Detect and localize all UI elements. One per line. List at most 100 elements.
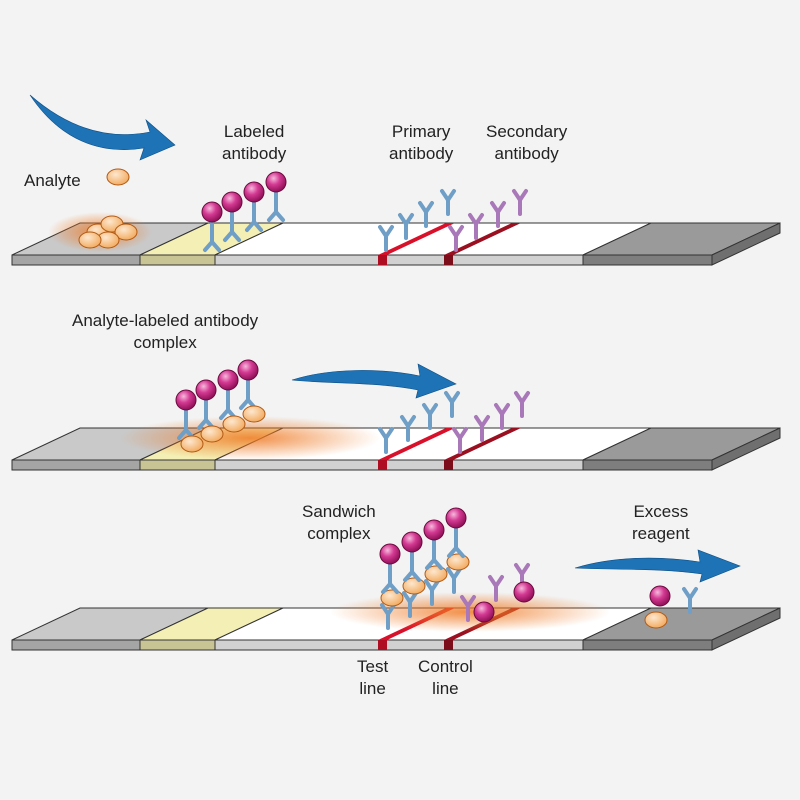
control-line-edge (444, 460, 453, 470)
sample-pad-edge (11, 459, 141, 471)
sandwich-label-2-stem (425, 534, 443, 570)
absorbent-pad-edge (582, 459, 713, 471)
control-line-label: Control line (418, 656, 473, 700)
sandwich-label-3-stem (447, 522, 465, 558)
conjugate-pad-edge (139, 459, 216, 471)
antibody-arm-right (466, 595, 476, 608)
excess-reagent-label: Excess reagent (632, 501, 690, 545)
absorbent-pad-edge (582, 254, 713, 266)
sandwich-line1: Sandwich (302, 502, 376, 521)
complex-line2: complex (133, 333, 197, 352)
complex-antibody-3-stem (239, 374, 257, 410)
control-capture-0 (460, 595, 476, 622)
secondary-antibody-line1: Secondary (486, 122, 568, 141)
complex-antibody-3-particle (237, 359, 259, 381)
complex-antibody-0-particle (175, 389, 197, 411)
test-line-edge (378, 460, 387, 470)
analyte-legend-drop (106, 168, 130, 186)
primary-antibody-label: Primary antibody (389, 121, 453, 165)
test-line-line1: Test (357, 657, 389, 676)
antibody-arm-right (386, 603, 396, 616)
excess-line2: reagent (632, 524, 690, 543)
antibody-arm-right (452, 567, 462, 580)
antibody-arm-right (688, 587, 698, 600)
complex-analyte-1 (200, 425, 224, 443)
p2-secondary-antibody-0 (452, 427, 468, 454)
control-line-edge (444, 640, 453, 650)
secondary-antibody-line2: antibody (494, 144, 559, 163)
conjugate-pad-edge (139, 254, 216, 266)
control-line-top (444, 223, 521, 255)
membrane-edge (214, 639, 584, 651)
p2-secondary-antibody-1 (474, 415, 490, 442)
complex-line1: Analyte-labeled antibody (72, 311, 259, 330)
test-line-line2: line (359, 679, 386, 698)
sandwich-label-1-particle (401, 531, 423, 553)
antibody-arm-right (450, 391, 460, 404)
control-bound-particle-2 (513, 581, 535, 603)
antibody-arm-right (474, 213, 484, 226)
sandwich-analyte-2 (424, 565, 448, 583)
primary-antibody-3 (440, 189, 456, 216)
p2-secondary-antibody-3 (514, 391, 530, 418)
secondary-antibody-1 (468, 213, 484, 240)
flow-arrow-3 (574, 549, 741, 583)
test-line-edge (378, 640, 387, 650)
flow-arrow-1 (29, 94, 176, 161)
control-line-top (444, 428, 521, 460)
test-line-label: Test line (357, 656, 388, 700)
sandwich-capture-1 (402, 591, 418, 618)
antibody-arm-right (424, 201, 434, 214)
excess-analyte (644, 611, 668, 629)
secondary-antibody-label: Secondary antibody (486, 121, 567, 165)
sandwich-label-3-particle (445, 507, 467, 529)
flow-glow (120, 416, 380, 460)
excess-particle (649, 585, 671, 607)
p2-primary-antibody-3 (444, 391, 460, 418)
analyte-label: Analyte (24, 170, 81, 192)
excess-antibody (682, 587, 698, 614)
labeled-arm-right (388, 582, 399, 594)
test-line-top (378, 223, 455, 255)
membrane-edge (214, 254, 584, 266)
antibody-arm-right (520, 391, 530, 404)
biomolecules (78, 168, 698, 630)
sandwich-analyte-1 (402, 577, 426, 595)
antibody-arm-right (480, 415, 490, 428)
membrane-edge (214, 459, 584, 471)
labeled-antibody-3-particle (265, 171, 287, 193)
labeled-antibody-line1: Labeled (223, 122, 285, 141)
control-line-edge (444, 255, 453, 265)
complex-antibody-2-particle (217, 369, 239, 391)
antibody-arm-right (518, 189, 528, 202)
p2-primary-antibody-1 (400, 415, 416, 442)
antibody-arm-right (406, 415, 416, 428)
primary-antibody-line1: Primary (391, 122, 451, 141)
antibody-arm-right (404, 213, 414, 226)
test-line-edge (378, 255, 387, 265)
antibody-arm-right (520, 563, 530, 576)
sample-pad-edge (11, 254, 141, 266)
excess-line1: Excess (633, 502, 689, 521)
conjugate-pad-edge (139, 639, 216, 651)
labeled-antibody-label: Labeled antibody (222, 121, 286, 165)
sandwich-capture-0 (380, 603, 396, 630)
p2-primary-antibody-2 (422, 403, 438, 430)
sandwich-label-1-stem (403, 546, 421, 582)
labeled-antibody-3-stem (267, 186, 285, 222)
primary-antibody-1 (398, 213, 414, 240)
sandwich-analyte-0 (380, 589, 404, 607)
complex-label: Analyte-labeled antibody complex (72, 310, 258, 354)
complex-analyte-2 (222, 415, 246, 433)
control-capture-1 (488, 575, 504, 602)
strip-end-face (711, 607, 781, 651)
antibody-arm-right (384, 427, 394, 440)
p2-primary-antibody-0 (378, 427, 394, 454)
sandwich-label-0-particle (379, 543, 401, 565)
sandwich-complex-label: Sandwich complex (302, 501, 376, 545)
control-line-line2: line (432, 679, 459, 698)
secondary-antibody-0 (448, 225, 464, 252)
p2-secondary-antibody-2 (494, 403, 510, 430)
sandwich-analyte-3 (446, 553, 470, 571)
